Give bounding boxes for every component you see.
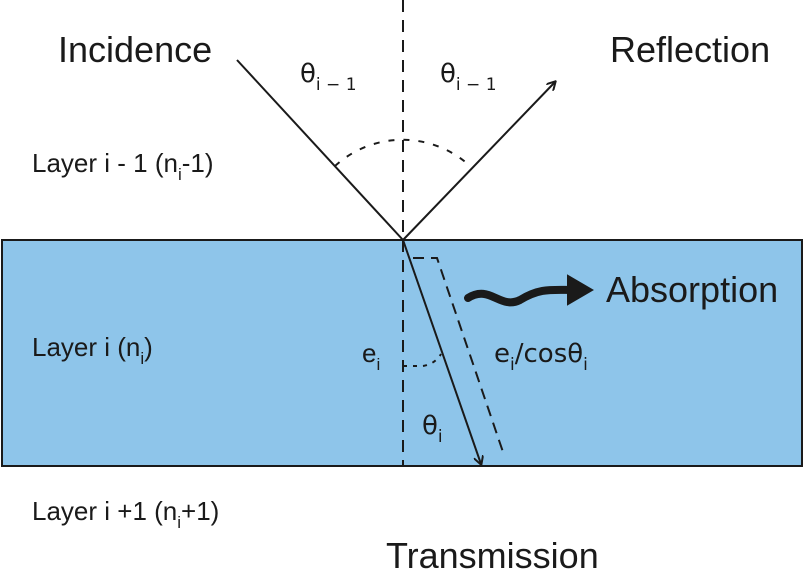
incident-ray (236, 59, 404, 241)
reflected-angle-symbol: θ (440, 59, 456, 89)
absorption-arrowhead (567, 274, 594, 306)
layer-upper-suffix: -1) (182, 148, 214, 178)
refracted-angle-symbol: θ (422, 411, 438, 441)
transmission-label: Transmission (386, 535, 599, 576)
reflection-label: Reflection (610, 29, 770, 70)
layer-upper-sub: i (178, 165, 182, 184)
layer-lower-sub: i (177, 513, 181, 532)
path-length-sub2: i (583, 355, 588, 375)
refracted-angle-label: θi (422, 411, 443, 447)
thickness-label: ei (362, 338, 380, 374)
layer-lower-prefix: Layer i +1 (n (32, 496, 177, 526)
path-length-label: ei/cosθi (494, 339, 588, 375)
incident-angle-subscript: i − 1 (316, 75, 357, 95)
incidence-label: Incidence (58, 29, 212, 70)
layer-upper-label: Layer i - 1 (ni-1) (32, 148, 214, 184)
layer-lower-label: Layer i +1 (ni+1) (32, 496, 219, 532)
thickness-base: e (362, 338, 376, 368)
incident-angle-symbol: θ (300, 59, 316, 89)
path-length-mid: /cosθ (515, 339, 583, 369)
path-length-sub: i (510, 355, 515, 375)
layer-lower-suffix: +1) (181, 496, 219, 526)
oblique-path-marker (413, 257, 504, 453)
absorption-wave-arrow (464, 285, 578, 307)
incident-angle-label: θi − 1 (300, 59, 357, 95)
refraction-angle-arc (403, 353, 442, 367)
layer-middle-prefix: Layer i (n (32, 332, 140, 362)
refracted-angle-subscript: i (438, 427, 443, 447)
reflected-angle-label: θi − 1 (440, 59, 497, 95)
layer-middle-sub: i (140, 349, 144, 368)
reflected-ray (402, 82, 555, 241)
thickness-sub: i (376, 355, 380, 374)
path-length-base: e (494, 339, 510, 369)
layer-middle-suffix: ) (144, 332, 153, 362)
layer-middle-label: Layer i (ni) (32, 332, 153, 368)
refracted-ray (402, 239, 481, 464)
absorption-label: Absorption (606, 269, 778, 310)
incidence-angle-arc (334, 138, 471, 167)
layer-upper-prefix: Layer i - 1 (n (32, 148, 178, 178)
reflected-angle-subscript: i − 1 (456, 75, 497, 95)
